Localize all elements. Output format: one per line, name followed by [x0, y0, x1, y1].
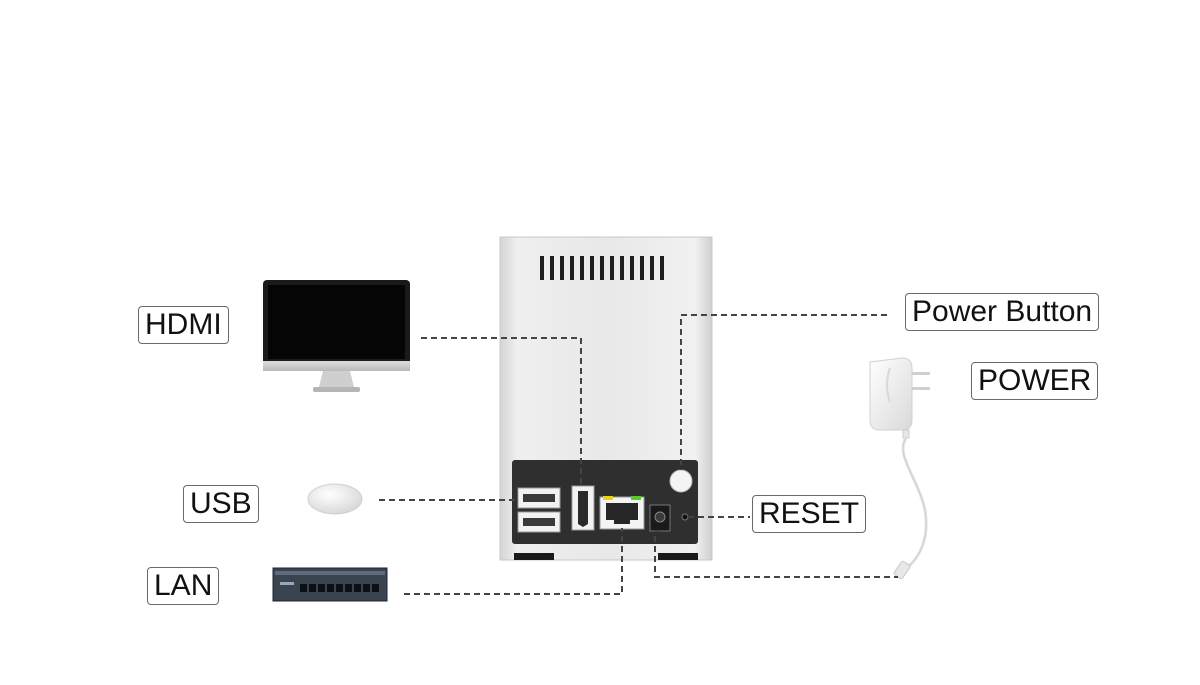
- network-switch-icon: [272, 567, 388, 602]
- power-button-label: Power Button: [905, 293, 1100, 331]
- vent-slots: [540, 256, 664, 280]
- usb-label: USB: [183, 485, 259, 523]
- lan-connector-line: [404, 528, 623, 595]
- power-button[interactable]: [669, 469, 693, 493]
- connector-lines: [379, 314, 898, 595]
- lan-port: [599, 496, 645, 530]
- dc-power-jack: [649, 504, 671, 532]
- hdmi-connector-line: [421, 337, 582, 486]
- reset-label: RESET: [752, 495, 867, 533]
- usb-dongle-icon: [307, 483, 363, 515]
- power-label: POWER: [971, 362, 1099, 400]
- usb-ports: [517, 487, 561, 533]
- monitor-icon: [263, 280, 410, 392]
- lan-label: LAN: [147, 567, 220, 605]
- hdmi-port: [571, 485, 595, 531]
- power-connector-line: [654, 530, 898, 578]
- device-enclosure-icon: [499, 236, 713, 561]
- reset-pinhole[interactable]: [681, 513, 689, 521]
- power-adapter-icon: [869, 357, 930, 580]
- hdmi-label: HDMI: [138, 306, 229, 344]
- power-button-connector-line: [680, 314, 887, 470]
